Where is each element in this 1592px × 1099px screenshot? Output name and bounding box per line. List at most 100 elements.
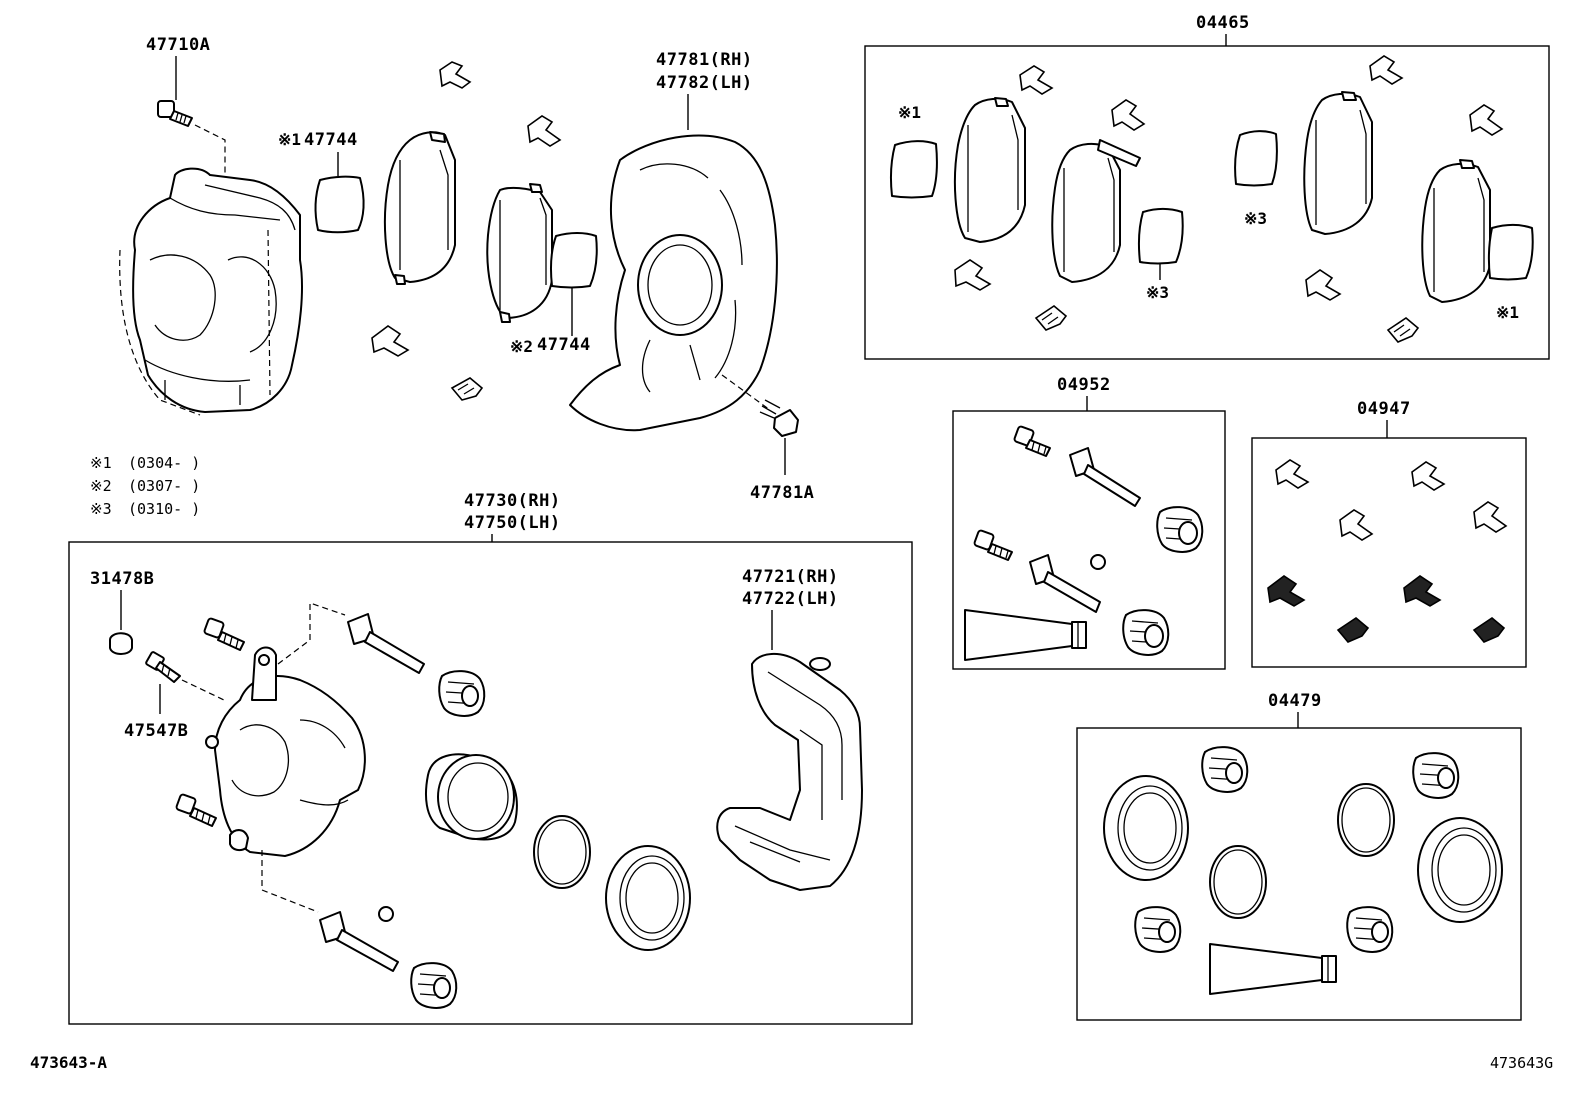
bleeder-cap-31478B-icon[interactable] (109, 632, 133, 655)
kit04479-grease-tube-icon[interactable] (1209, 943, 1337, 995)
kit04947-clip-6-icon[interactable] (1403, 575, 1442, 607)
kit04465-clip-2-icon[interactable] (1111, 99, 1146, 131)
kit04952-pin-1-icon[interactable] (1069, 447, 1141, 507)
label-04952[interactable]: 04952 (1057, 375, 1111, 395)
guide-pin-upper-icon[interactable] (347, 613, 425, 674)
label-47721-rh[interactable]: 47721(RH) (742, 567, 839, 587)
kit04947-clip-3-icon[interactable] (1339, 509, 1374, 541)
dash-caliper-to-pin-upper (269, 602, 346, 671)
shim-47744-mid-icon[interactable] (550, 232, 598, 289)
kit04479-oring-1-icon[interactable] (1337, 783, 1395, 857)
dust-boot-seal-icon[interactable] (605, 845, 691, 951)
label-47781A[interactable]: 47781A (750, 483, 814, 503)
kit04465-shim-1b-icon[interactable] (1487, 224, 1534, 281)
kit04465-clip-7-icon[interactable] (1305, 269, 1342, 301)
kit04465-clip-5-icon[interactable] (1369, 55, 1404, 85)
brake-pad-outer-icon[interactable] (486, 183, 553, 323)
dash-caliper-to-pin-lower (261, 850, 319, 913)
kit-04947-group: 04947 (1251, 399, 1527, 668)
pin-boot-upper-icon[interactable] (438, 670, 486, 717)
kit04465-clip-3-icon[interactable] (954, 259, 992, 291)
kit04947-clip-7-icon[interactable] (1336, 617, 1370, 643)
kit04479-seal-2-icon[interactable] (1417, 817, 1503, 923)
label-47710A[interactable]: 47710A (146, 35, 210, 55)
piston-seal-icon[interactable] (533, 815, 591, 889)
kit04952-bolt-2-icon[interactable] (973, 529, 1013, 561)
kit04465-pad-4-icon[interactable] (1421, 159, 1491, 303)
pin-boot-lower-icon[interactable] (410, 962, 458, 1009)
label-04465[interactable]: 04465 (1196, 13, 1250, 33)
kit04479-oring-2-icon[interactable] (1209, 845, 1267, 919)
kit-04952-box (952, 410, 1226, 670)
dash-plug-to-caliper (181, 679, 225, 701)
label-47744-top[interactable]: 47744 (304, 130, 358, 150)
kit04952-pin-2-icon[interactable] (1029, 554, 1101, 613)
kit04479-boot-2-icon[interactable] (1412, 752, 1460, 799)
kit04947-clip-4-icon[interactable] (1473, 501, 1508, 533)
disc-dust-cover-icon[interactable] (569, 134, 778, 432)
label-47722-lh[interactable]: 47722(LH) (742, 589, 839, 609)
bleeder-plug-47547B-icon[interactable] (145, 651, 181, 683)
label-31478B[interactable]: 31478B (90, 569, 154, 589)
kit04479-boot-4-icon[interactable] (1346, 906, 1394, 953)
piston-icon[interactable] (425, 753, 518, 841)
mark-2-mid: ※2 (510, 337, 533, 356)
kit04465-mark-3b: ※3 (1244, 209, 1267, 228)
label-47781-rh[interactable]: 47781(RH) (656, 50, 753, 70)
label-47782-lh[interactable]: 47782(LH) (656, 73, 753, 93)
label-04479[interactable]: 04479 (1268, 691, 1322, 711)
pad-clip-bottom-left-icon[interactable] (371, 325, 410, 357)
caliper-bolt-lower-icon[interactable] (175, 793, 217, 827)
kit04465-mark-3a: ※3 (1146, 283, 1169, 302)
label-47750-lh[interactable]: 47750(LH) (464, 513, 561, 533)
brake-pad-inner-icon[interactable] (383, 131, 456, 285)
kit04479-boot-3-icon[interactable] (1134, 906, 1182, 953)
kit04465-pad-3-icon[interactable] (1303, 91, 1373, 235)
kit04465-clip-8-icon[interactable] (1386, 317, 1420, 343)
pad-clip-mid-icon[interactable] (527, 115, 562, 147)
kit04479-oring-2-inner (1213, 849, 1263, 915)
kit04947-clip-5-icon[interactable] (1267, 575, 1306, 607)
label-47547B[interactable]: 47547B (124, 721, 188, 741)
shim-47744-top-icon[interactable] (314, 175, 365, 234)
caliper-47730-group: 47730(RH) 47750(LH) 31478B 47547B (30, 491, 1553, 1072)
note-3-mark: ※3 (90, 500, 112, 518)
piston-seal-inner (537, 819, 587, 885)
kit04465-shim-3a-icon[interactable] (1138, 208, 1184, 265)
kit04465-clip-6-icon[interactable] (1469, 104, 1504, 136)
guide-pin-lower-icon[interactable] (319, 911, 399, 972)
kit04465-clip-4-icon[interactable] (1034, 305, 1068, 331)
kit04952-grease-tube-icon[interactable] (964, 609, 1087, 661)
kit04947-clip-8-icon[interactable] (1472, 617, 1506, 643)
bushing-lower-icon[interactable] (378, 906, 394, 922)
kit04952-boot-2-icon[interactable] (1122, 609, 1170, 656)
label-47730-rh[interactable]: 47730(RH) (464, 491, 561, 511)
upper-left-group: 47710A ※1 47744 (90, 35, 814, 518)
caliper-bolt-upper-icon[interactable] (203, 617, 245, 651)
mark-1-top: ※1 (278, 130, 301, 149)
kit04465-clip-1-icon[interactable] (1019, 65, 1054, 95)
kit-04465-box (864, 45, 1550, 360)
mounting-bracket-icon[interactable] (716, 653, 863, 891)
pad-clip-bottom-icon[interactable] (450, 377, 484, 401)
kit04465-shim-1-icon[interactable] (890, 140, 938, 199)
kit04952-bushing-icon[interactable] (1090, 554, 1106, 570)
kit04465-pad-2-icon[interactable] (1051, 139, 1141, 283)
bolt-47710A-icon[interactable] (157, 100, 193, 127)
kit04479-seal-1-icon[interactable] (1103, 775, 1189, 881)
cylinder-body-icon[interactable] (205, 646, 366, 857)
kit04952-boot-1-icon[interactable] (1156, 506, 1204, 553)
label-04947[interactable]: 04947 (1357, 399, 1411, 419)
kit04947-clip-2-icon[interactable] (1411, 461, 1446, 491)
pad-clip-top-icon[interactable] (439, 61, 472, 89)
kit04465-pad-1-icon[interactable] (953, 97, 1026, 243)
label-47744-mid[interactable]: 47744 (537, 335, 591, 355)
caliper-assembly-icon[interactable] (119, 167, 304, 416)
kit04465-shim-3b-icon[interactable] (1234, 130, 1278, 187)
kit04947-clip-1-icon[interactable] (1275, 459, 1310, 489)
bolt-47781A-icon[interactable] (759, 399, 799, 437)
kit04952-bolt-1-icon[interactable] (1013, 425, 1051, 457)
caliper-47730-box (68, 541, 913, 1025)
kit04479-boot-1-icon[interactable] (1201, 746, 1249, 793)
